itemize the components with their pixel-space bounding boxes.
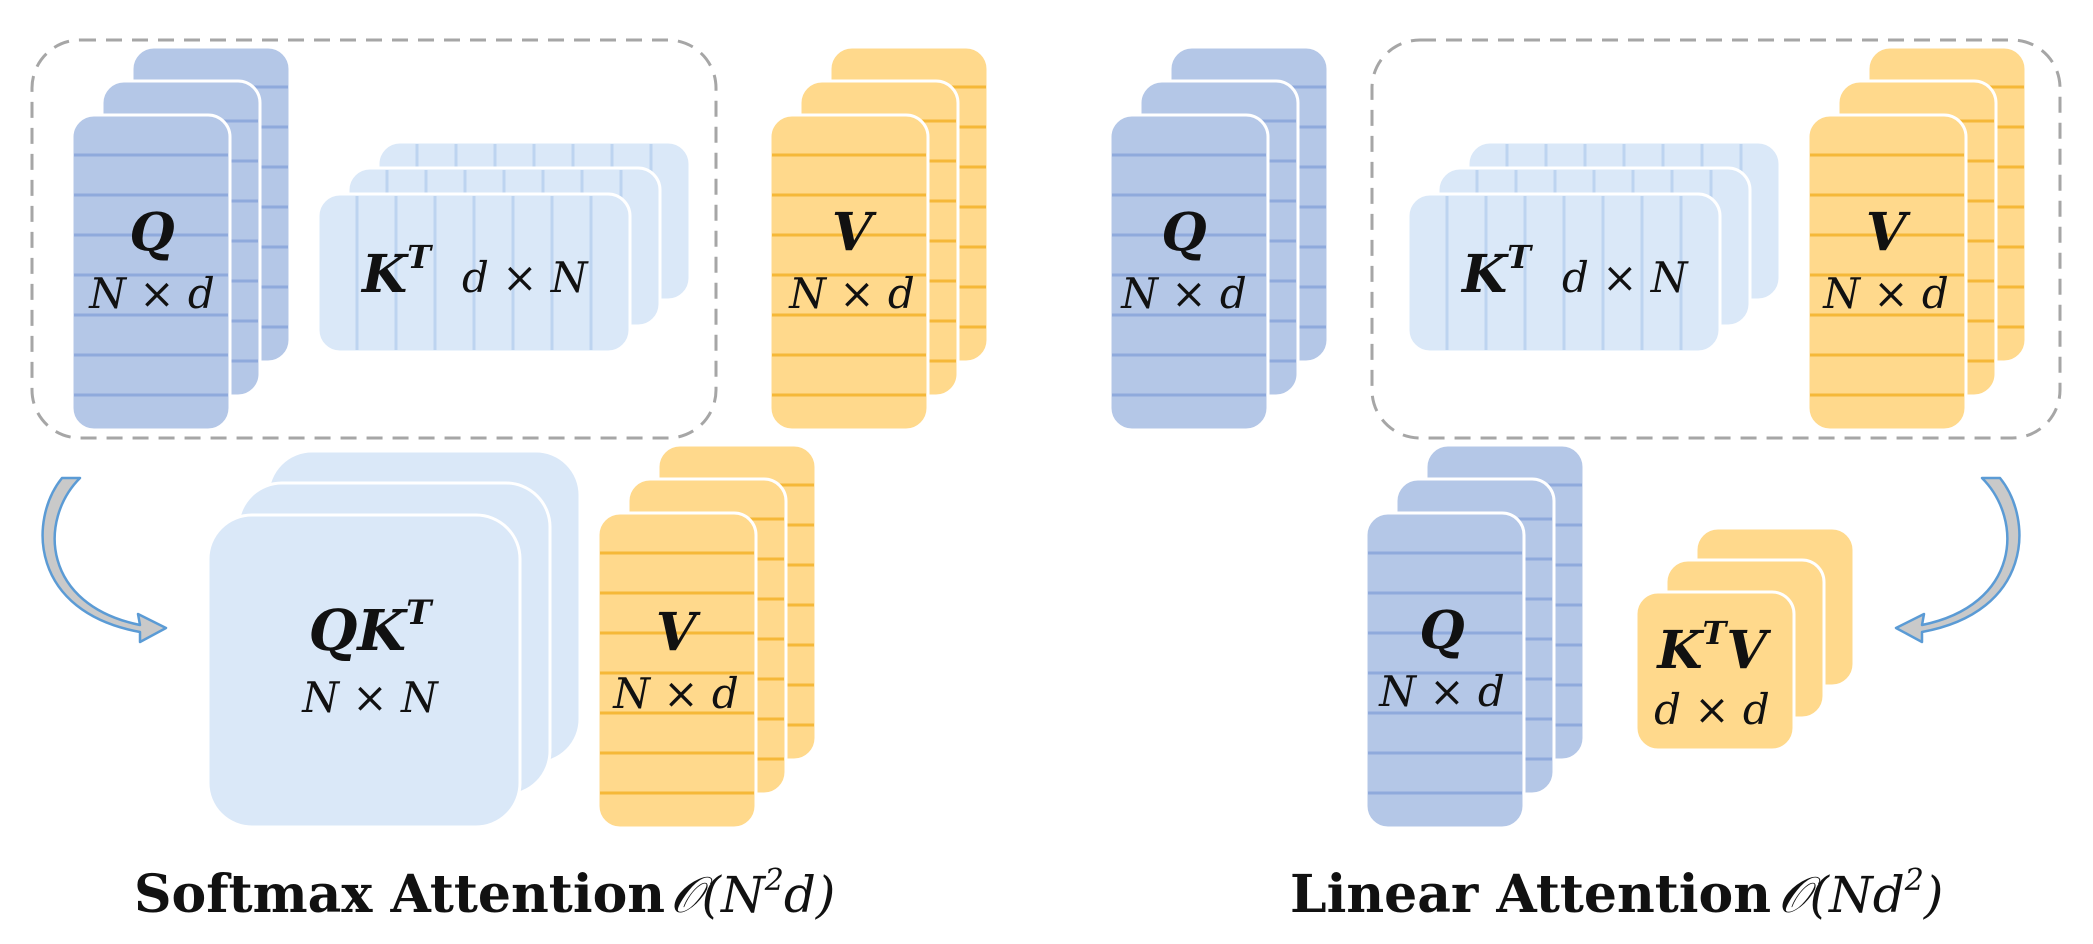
softmax-q-label: Q (129, 202, 174, 263)
linear-group-border (1370, 38, 2062, 440)
softmax-v2-stack (596, 443, 818, 830)
linear-v-dim: N × d (1822, 269, 1949, 318)
softmax-group-border (30, 38, 718, 440)
linear-v-label: V (1866, 202, 1911, 263)
linear-q-stack-card (1108, 113, 1270, 432)
linear-q-stack (1108, 45, 1330, 432)
linear-caption: Linear Attention (1290, 864, 1771, 925)
linear-q2-dim: N × d (1378, 667, 1505, 716)
softmax-v-label: V (832, 202, 877, 263)
softmax-q-stack (70, 45, 292, 432)
linear-kt-stack-card (1406, 192, 1722, 354)
softmax-qkt-stack-card-body (206, 513, 522, 829)
linear-q2-label: Q (1419, 600, 1464, 661)
linear-q2-stack-card (1364, 511, 1526, 830)
linear-ktv-dim: d × d (1654, 685, 1770, 734)
softmax-v2-dim: N × d (612, 669, 739, 718)
linear-ktv-stack-card (1634, 590, 1796, 752)
softmax-qkt-stack-card (206, 513, 522, 829)
linear-q-label: Q (1161, 202, 1206, 263)
softmax-caption: Softmax Attention (134, 864, 665, 925)
linear-kt-dim: d × N (1562, 253, 1689, 302)
linear-v-stack-card (1806, 113, 1968, 432)
linear-complexity: 𝒪(Nd2) (1778, 863, 1943, 924)
softmax-qkt-dim: N × N (301, 673, 439, 722)
linear-ktv-stack (1634, 526, 1856, 752)
softmax-qkt-label: QKT (309, 593, 434, 664)
linear-ktv-label: KTV (1655, 614, 1771, 681)
softmax-v-dim: N × d (788, 269, 915, 318)
softmax-v-stack (768, 45, 990, 432)
matrix-stacks (70, 45, 2028, 830)
linear-curved-arrow-icon (1894, 476, 2021, 644)
linear-kt-label: KT (1460, 238, 1533, 305)
linear-q2-stack (1364, 443, 1586, 830)
linear-q-dim: N × d (1120, 269, 1247, 318)
softmax-qkt-stack (206, 449, 582, 829)
softmax-kt-label: KT (360, 238, 433, 305)
softmax-v2-label: V (656, 602, 701, 663)
softmax-v-stack-card (768, 113, 930, 432)
softmax-v2-stack-card (596, 511, 758, 830)
softmax-q-dim: N × d (88, 269, 215, 318)
softmax-kt-stack-card (316, 192, 632, 354)
linear-ktv-stack-card-body (1634, 590, 1796, 752)
softmax-curved-arrow-icon (41, 476, 168, 644)
softmax-q-stack-card (70, 113, 232, 432)
softmax-kt-dim: d × N (462, 253, 589, 302)
linear-kt-stack (1406, 140, 1782, 354)
linear-v-stack (1806, 45, 2028, 432)
softmax-kt-stack (316, 140, 692, 354)
softmax-complexity: 𝒪(N2d) (670, 863, 835, 924)
